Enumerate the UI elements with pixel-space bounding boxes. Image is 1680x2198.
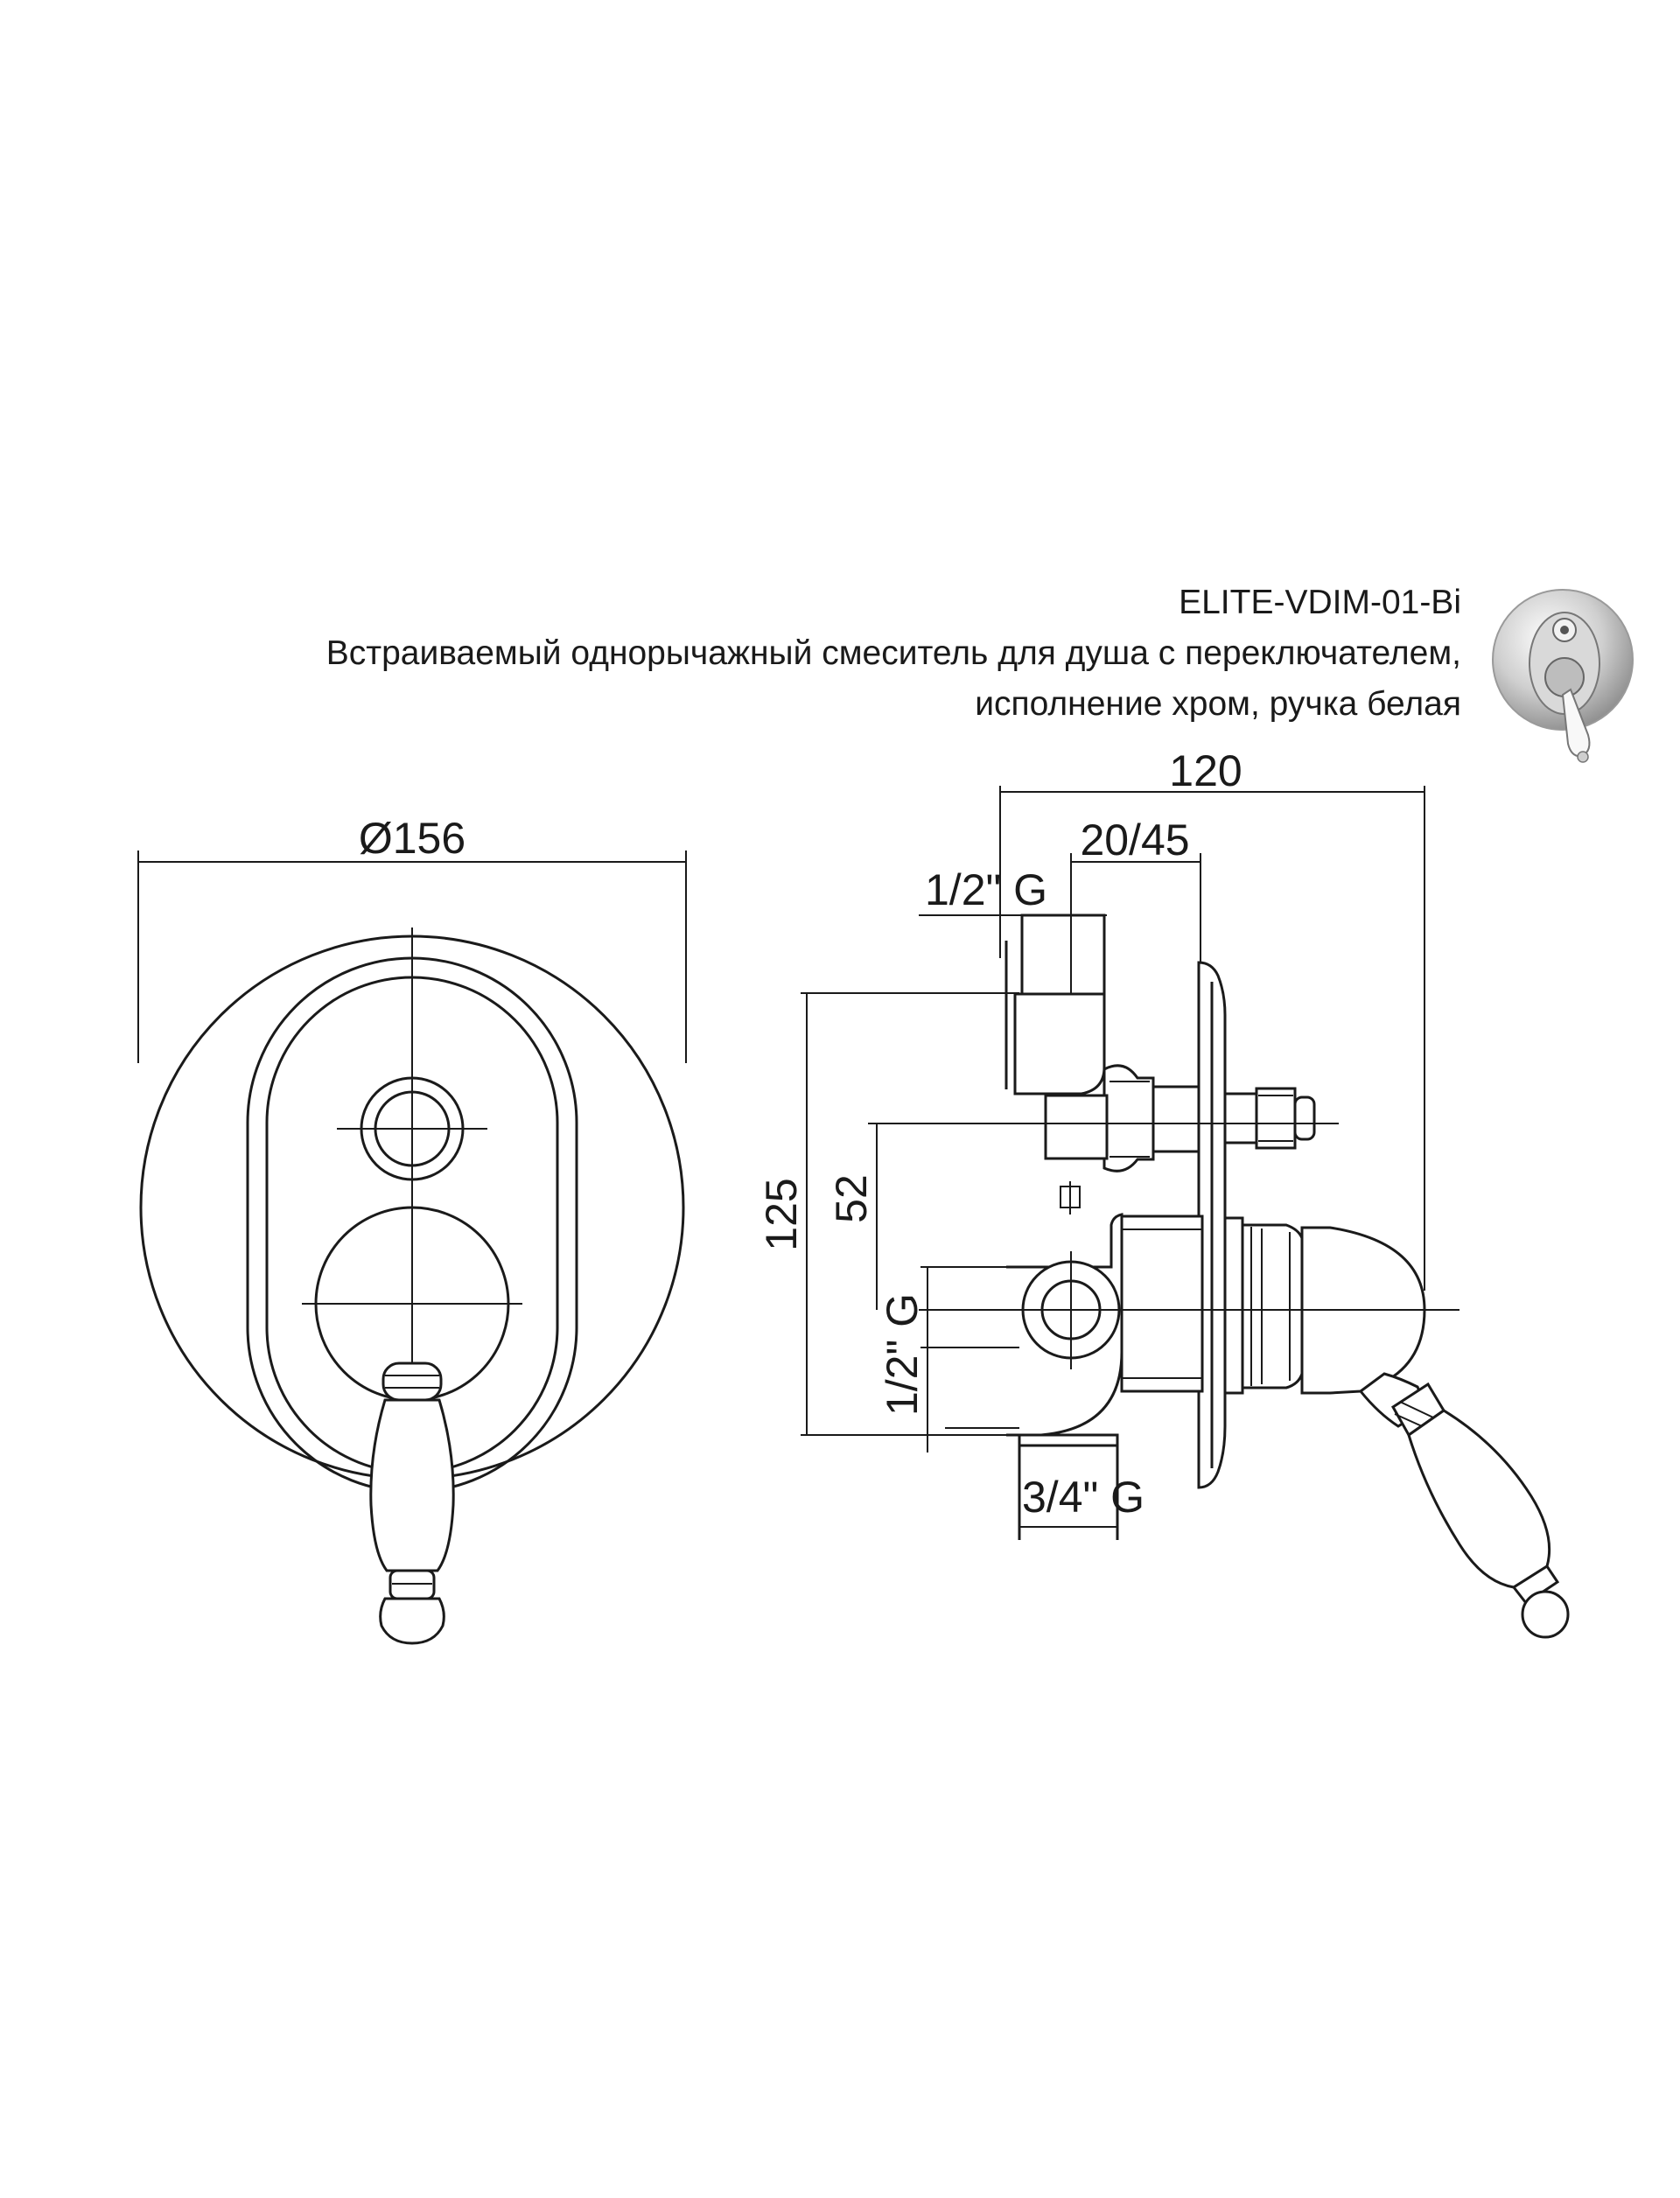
height-label: 125 [757, 1178, 806, 1250]
side-lever-tip-ring [1511, 1564, 1560, 1606]
top-thread-label: 1/2" G [925, 865, 1047, 914]
diverter-knob-side [1255, 1087, 1297, 1150]
product-thumbnail [1492, 589, 1634, 763]
front-diameter-label: Ø156 [359, 814, 466, 863]
lever-grip [369, 1398, 455, 1572]
side-lever-handle [1358, 1372, 1570, 1639]
model-code: ELITE-VDIM-01-Bi [1179, 584, 1461, 621]
mixer-cartridge [1120, 1214, 1204, 1393]
lever-handle [369, 1362, 455, 1645]
overall-depth-label: 120 [1169, 746, 1242, 795]
description-line-2: исполнение хром, ручка белая [975, 685, 1461, 723]
diverter-knob-side-cap [1293, 1096, 1316, 1141]
plate-offset-label: 20/45 [1080, 816, 1189, 864]
bottom-thread-label: 3/4" G [1022, 1473, 1144, 1522]
diverter-knob-side-base [1223, 1092, 1258, 1144]
side-thread-label: 1/2" G [878, 1293, 927, 1416]
top-riser-nipple [1020, 914, 1106, 996]
diverter-housing [1044, 1094, 1109, 1160]
lever-tip-cap [379, 1597, 445, 1645]
side-view: 120 20/45 1/2" G [757, 746, 1570, 1639]
front-view: Ø156 [137, 814, 687, 1645]
lever-collar [382, 1362, 443, 1402]
description-line-1: Встраиваемый однорычажный смеситель для … [326, 634, 1461, 672]
side-lever-tip-cap [1521, 1590, 1570, 1639]
side-lever-grip [1407, 1409, 1551, 1589]
product-header: ELITE-VDIM-01-Bi Встраиваемый однорычажн… [326, 578, 1461, 730]
bottom-outlet-ring [1018, 1433, 1119, 1447]
center-offset-label: 52 [827, 1174, 876, 1223]
diverter-nut [1102, 1064, 1155, 1172]
top-riser-body [1013, 992, 1106, 1096]
handle-flange [1223, 1216, 1244, 1395]
